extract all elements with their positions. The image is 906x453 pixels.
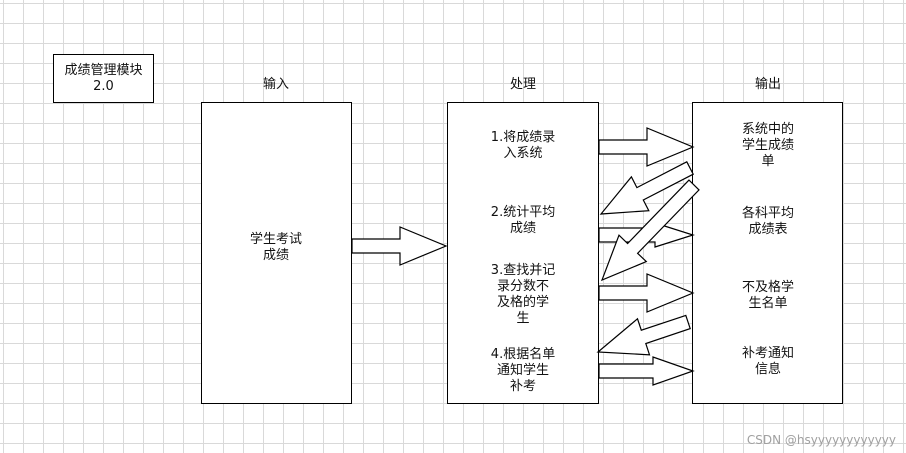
arrow-step3-to-output3 xyxy=(598,273,695,313)
header-output: 输出 xyxy=(754,77,782,92)
output-item-2: 各科平均 成绩表 xyxy=(741,206,795,237)
watermark: CSDN @hsyyyyyyyyyyyy xyxy=(746,433,896,447)
arrow-step1-to-output1 xyxy=(598,127,695,167)
arrow-step4-to-output4 xyxy=(598,356,695,386)
output-item-1: 系统中的 学生成绩 单 xyxy=(741,122,795,169)
arrow-output3-to-step4 xyxy=(596,314,691,356)
arrow-output2-to-step3 xyxy=(600,179,700,282)
module-title-box: 成绩管理模块 2.0 xyxy=(53,54,154,103)
input-label: 学生考试 成绩 xyxy=(249,232,303,263)
input-box xyxy=(201,102,352,404)
process-step-4: 4.根据名单 通知学生 补考 xyxy=(490,347,556,394)
arrow-input-to-process xyxy=(351,226,448,266)
output-item-3: 不及格学 生名单 xyxy=(741,280,795,311)
header-input: 输入 xyxy=(262,77,290,92)
output-item-4: 补考通知 信息 xyxy=(741,346,795,377)
process-step-2: 2.统计平均 成绩 xyxy=(490,205,556,236)
process-step-3: 3.查找并记 录分数不 及格的学 生 xyxy=(490,263,556,326)
arrow-output1-to-step2 xyxy=(599,160,695,215)
header-process: 处理 xyxy=(509,77,537,92)
process-box xyxy=(447,102,599,404)
process-step-1: 1.将成绩录 入系统 xyxy=(490,130,556,161)
output-box xyxy=(692,102,843,404)
module-title: 成绩管理模块 2.0 xyxy=(64,62,143,94)
